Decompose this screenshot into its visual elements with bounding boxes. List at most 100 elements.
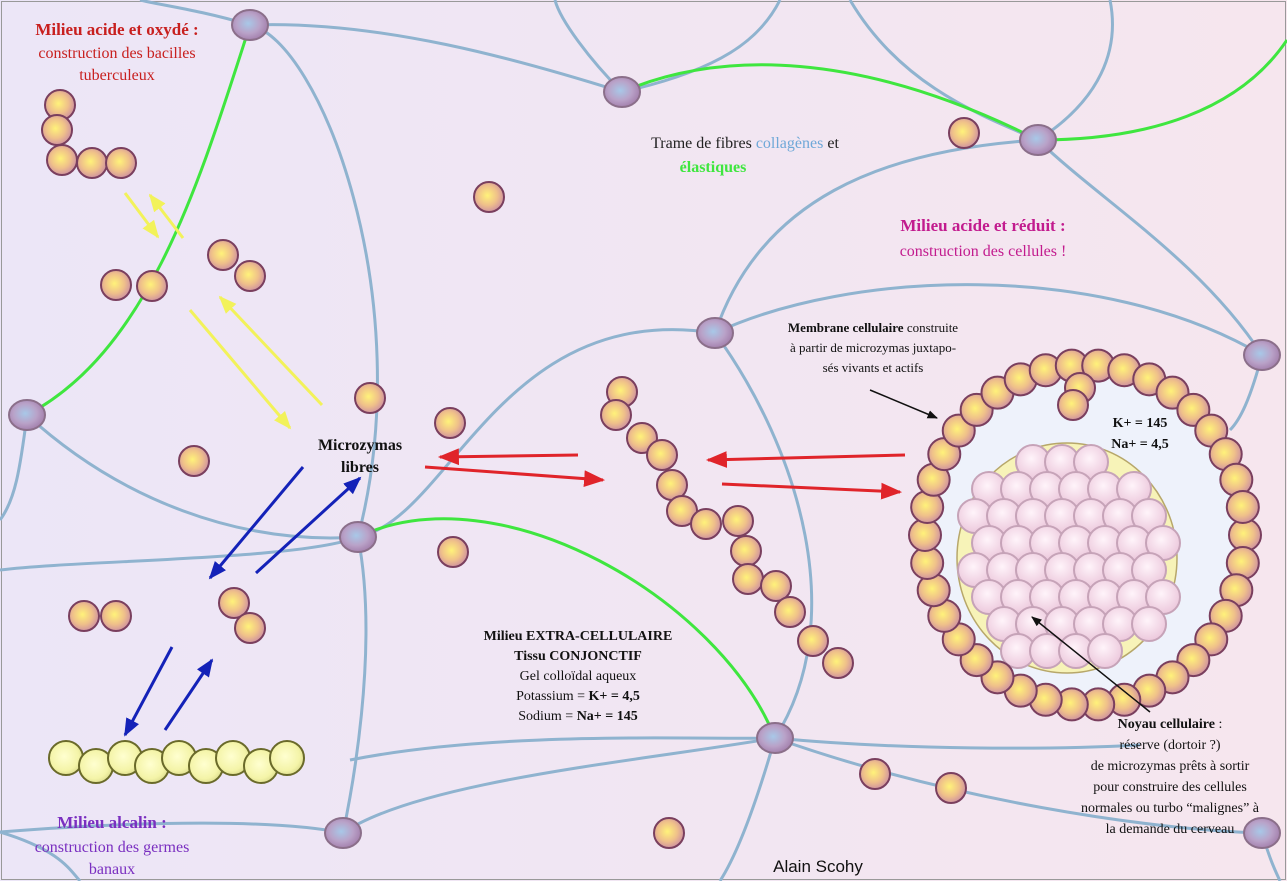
microzyma (41, 114, 73, 146)
blue-arrow (163, 658, 214, 731)
label-acid-reduced: Milieu acide et réduit : construction de… (900, 216, 1067, 260)
microzyma (100, 600, 132, 632)
microzyma (722, 505, 754, 537)
label-alkaline: Milieu alcalin : construction des germes… (35, 813, 190, 878)
acid-reduced-line1: construction des cellules ! (900, 243, 1067, 260)
microzyma (730, 535, 762, 567)
membrane-line1: Membrane cellulaire construite (788, 320, 958, 335)
fiber-node (231, 9, 269, 41)
germ (48, 740, 84, 776)
extracellular-line4-bold: K+ = 4,5 (589, 689, 640, 704)
membrane-microzyma (1225, 490, 1260, 525)
germ (269, 740, 305, 776)
extracellular-line2-bold: CONJONCTIF (549, 649, 642, 664)
red-arrow (721, 482, 903, 500)
nucleus-microzyma (1087, 633, 1123, 669)
microzyma (653, 817, 685, 849)
acid-oxidized-line1: construction des bacilles (38, 45, 195, 62)
pointer-arrow (869, 389, 938, 419)
fiber-node (603, 76, 641, 108)
microzyma (646, 439, 678, 471)
microzyma (234, 612, 266, 644)
microzyma (207, 239, 239, 271)
elastic-fibers (26, 24, 1287, 739)
microzyma (774, 596, 806, 628)
acid-oxidized-title: Milieu acide et oxydé : (35, 20, 198, 39)
label-fibers: Trame de fibres collagènes et élastiques (651, 135, 839, 176)
nucleus-line6: la demande du cerveau (1106, 822, 1235, 837)
blue-arrow (123, 646, 174, 737)
nucleus-line1-bold: Noyau cellulaire (1118, 717, 1215, 732)
extracellular-line2-plain: Tissu (514, 649, 546, 664)
microzyma (822, 647, 854, 679)
fiber-node (696, 317, 734, 349)
microzyma (437, 536, 469, 568)
intracellular-k: K+ = 145 (1113, 416, 1168, 431)
blue-arrow (208, 466, 305, 580)
nucleus-line4: pour construire des cellules (1093, 780, 1247, 795)
nucleus-line2: réserve (dortoir ?) (1119, 738, 1220, 753)
fibers-and: et (827, 135, 839, 152)
nucleus-line1: Noyau cellulaire : (1118, 717, 1223, 732)
yellow-arrow (148, 193, 185, 239)
microzyma (234, 260, 266, 292)
alkaline-line1: construction des germes (35, 839, 190, 856)
fiber-node (324, 817, 362, 849)
label-nucleus: Noyau cellulaire : réserve (dortoir ?) d… (1081, 717, 1260, 837)
nucleus-line1-rest: : (1218, 717, 1222, 732)
acid-oxidized-line2: tuberculeux (79, 67, 155, 84)
pointer-arrow (1031, 616, 1151, 713)
membrane-line2: à partir de microzymas juxtapo- (790, 340, 956, 355)
membrane-line3: sés vivants et actifs (823, 360, 924, 375)
microzyma (859, 758, 891, 790)
microzyma (178, 445, 210, 477)
yellow-arrow (123, 192, 160, 239)
cell-nucleus (956, 442, 1181, 674)
microzyma (732, 563, 764, 595)
free-microzymas-line1: Microzymas (318, 437, 402, 454)
red-arrow (437, 448, 579, 466)
intracellular-na: Na+ = 4,5 (1111, 437, 1169, 452)
fiber-node (1243, 339, 1281, 371)
cell-membrane (908, 348, 1262, 722)
extracellular-line4-plain: Potassium = (516, 689, 585, 704)
microzyma (218, 587, 250, 619)
membrane-bold: Membrane cellulaire (788, 320, 904, 335)
alkaline-line2: banaux (89, 861, 135, 878)
membrane-rest: construite (907, 320, 958, 335)
microzyma (690, 508, 722, 540)
microzyma (434, 407, 466, 439)
arrows (123, 192, 1151, 737)
extracellular-line3: Gel colloïdal aqueux (520, 669, 637, 684)
nucleus-line3: de microzymas prêts à sortir (1091, 759, 1250, 774)
microzyma (76, 147, 108, 179)
label-membrane: Membrane cellulaire construite à partir … (788, 320, 958, 375)
microzyma (136, 270, 168, 302)
germ-chain (48, 740, 305, 784)
extracellular-line4: Potassium = K+ = 4,5 (516, 689, 640, 704)
label-acid-oxidized: Milieu acide et oxydé : construction des… (35, 20, 198, 84)
microzyma (760, 570, 792, 602)
fiber-node (339, 521, 377, 553)
fiber-node (1243, 817, 1281, 849)
microzyma (935, 772, 967, 804)
microzyma (797, 625, 829, 657)
fiber-nodes (8, 9, 1281, 849)
fibers-line1: Trame de fibres collagènes et (651, 135, 839, 152)
acid-reduced-title: Milieu acide et réduit : (900, 216, 1065, 235)
extracellular-line2: Tissu CONJONCTIF (514, 649, 642, 664)
free-microzymas (41, 89, 980, 849)
microzyma (100, 269, 132, 301)
fibers-elastic: élastiques (680, 159, 747, 176)
label-free-microzymas: Microzymas libres (318, 437, 402, 476)
membrane-microzyma (1057, 389, 1089, 421)
fiber-node (8, 399, 46, 431)
extracellular-line5-plain: Sodium = (518, 709, 573, 724)
extracellular-line5-bold: Na+ = 145 (577, 709, 638, 724)
yellow-arrow (188, 309, 292, 430)
microzyma (473, 181, 505, 213)
microzyma (105, 147, 137, 179)
